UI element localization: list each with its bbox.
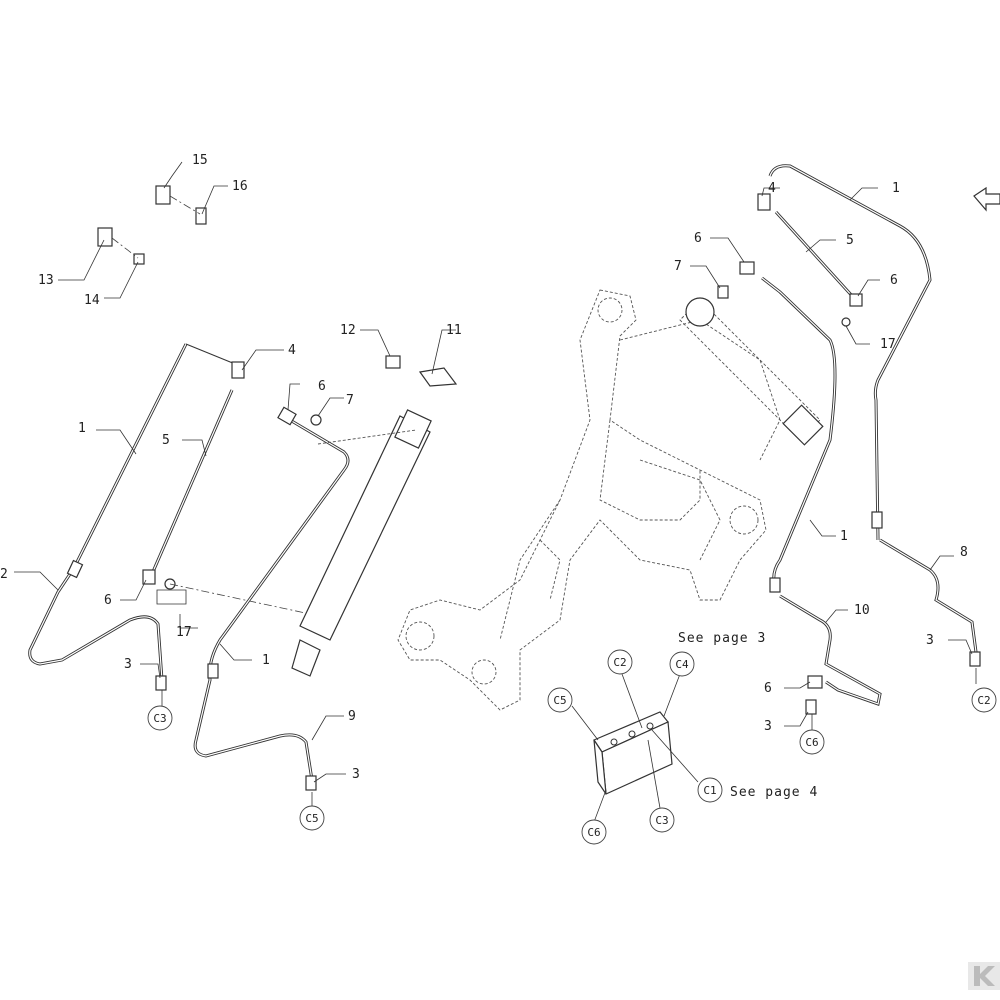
part-13-block xyxy=(97,227,113,247)
label-3-right-c6: 3 xyxy=(764,719,772,734)
right-hose-assembly-middle xyxy=(761,276,837,591)
label-17-right: 17 xyxy=(880,337,896,352)
callout-c6-block: C6 xyxy=(581,819,607,845)
label-12: 12 xyxy=(340,323,356,338)
part-15-block xyxy=(155,185,171,205)
label-4-left: 4 xyxy=(288,343,296,358)
svg-text:C4: C4 xyxy=(675,658,689,671)
svg-text:C3: C3 xyxy=(153,712,166,725)
note-see-page-4: See page 4 xyxy=(730,785,818,800)
loader-frame xyxy=(397,289,781,711)
union-right xyxy=(871,511,883,529)
label-1-right-middle: 1 xyxy=(840,529,848,544)
right-rod xyxy=(774,210,856,300)
fitting-6-c6 xyxy=(807,675,823,689)
label-7-right: 7 xyxy=(674,259,682,274)
label-15: 15 xyxy=(192,153,208,168)
label-14: 14 xyxy=(84,293,100,308)
svg-text:C3: C3 xyxy=(655,814,668,827)
fitting-6-right-a xyxy=(739,261,755,275)
left-hose-assembly xyxy=(28,343,241,691)
label-3-right-c2: 3 xyxy=(926,633,934,648)
callout-c2-right: C2 xyxy=(971,687,997,713)
part-16-plate xyxy=(195,207,207,225)
callout-c6-right: C6 xyxy=(799,729,825,755)
fitting-4-left xyxy=(231,361,245,379)
label-5-right: 5 xyxy=(846,233,854,248)
label-13: 13 xyxy=(38,273,54,288)
label-5-left: 5 xyxy=(162,433,170,448)
svg-text:C2: C2 xyxy=(977,694,990,707)
seal-17-right xyxy=(841,317,851,327)
middle-hose-assembly xyxy=(193,406,350,791)
callout-c5-block: C5 xyxy=(547,687,573,713)
fitting-7-left xyxy=(310,414,322,426)
part-12-nut xyxy=(385,355,401,369)
label-6-right-a: 6 xyxy=(694,231,702,246)
callout-c3-left: C3 xyxy=(147,705,173,731)
label-2: 2 xyxy=(0,567,8,582)
right-cylinder xyxy=(679,297,824,446)
label-16: 16 xyxy=(232,179,248,194)
svg-text:C5: C5 xyxy=(553,694,566,707)
label-6-left-top: 6 xyxy=(318,379,326,394)
label-3-left: 3 xyxy=(124,657,132,672)
valve-block xyxy=(593,711,673,795)
label-17-left: 17 xyxy=(176,625,192,640)
svg-text:C1: C1 xyxy=(703,784,716,797)
label-9: 9 xyxy=(348,709,356,724)
left-rod xyxy=(150,389,234,575)
note-see-page-3: See page 3 xyxy=(678,631,766,646)
label-6-right-c6: 6 xyxy=(764,681,772,696)
right-hose-assembly-upper xyxy=(768,164,932,541)
part-11-clip xyxy=(418,367,458,387)
svg-text:C6: C6 xyxy=(805,736,818,749)
direction-arrow-icon xyxy=(973,186,1000,212)
callout-c5-middle: C5 xyxy=(299,805,325,831)
left-cylinder xyxy=(291,409,432,677)
fitting-4-right xyxy=(757,193,771,211)
label-8: 8 xyxy=(960,545,968,560)
label-1-right-top: 1 xyxy=(892,181,900,196)
label-3-middle: 3 xyxy=(352,767,360,782)
label-11: 11 xyxy=(446,323,462,338)
corner-logo-icon xyxy=(968,962,1000,990)
fitting-7-right xyxy=(717,285,729,299)
fitting-6-right-b xyxy=(849,293,863,307)
label-6-right-b: 6 xyxy=(890,273,898,288)
svg-text:C2: C2 xyxy=(613,656,626,669)
label-10: 10 xyxy=(854,603,870,618)
leader-lines xyxy=(14,161,977,823)
union-10 xyxy=(769,577,781,593)
callout-c3-block: C3 xyxy=(649,807,675,833)
label-7-left: 7 xyxy=(346,393,354,408)
label-1-middle: 1 xyxy=(262,653,270,668)
label-1-left: 1 xyxy=(78,421,86,436)
fitting-3-c6 xyxy=(805,699,817,715)
callout-c4-block: C4 xyxy=(669,651,695,677)
hose-8 xyxy=(879,538,978,653)
fitting-3-c2 xyxy=(969,651,981,667)
svg-text:C6: C6 xyxy=(587,826,600,839)
part-14-plate xyxy=(133,253,145,265)
label-4-right: 4 xyxy=(768,181,776,196)
callout-c2-block: C2 xyxy=(607,649,633,675)
callout-c1-block: C1 xyxy=(697,777,723,803)
label-6-left-bottom: 6 xyxy=(104,593,112,608)
svg-text:C5: C5 xyxy=(305,812,318,825)
hose-10 xyxy=(779,594,882,706)
